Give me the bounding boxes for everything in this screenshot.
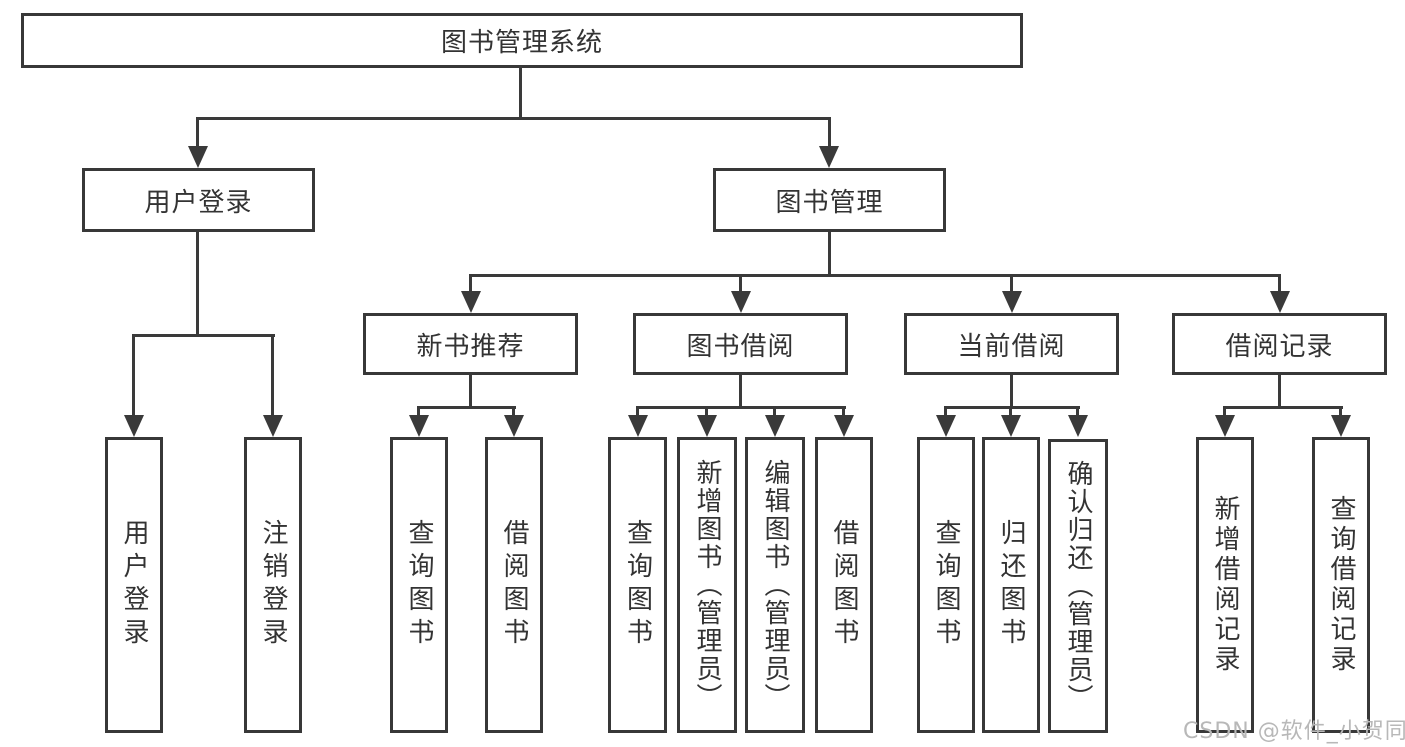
leaf-label: 借阅图书 — [499, 519, 529, 651]
leaf-label: 编辑图书（管理员） — [760, 459, 790, 711]
connector-current-rail — [944, 406, 1080, 409]
node-leaf-query-book-3: 查询图书 — [917, 437, 975, 733]
node-leaf-borrow-book-1: 借阅图书 — [485, 437, 543, 733]
arrowhead-down-icon — [124, 415, 144, 437]
connector-borrow-drop — [739, 274, 742, 294]
arrowhead-down-icon — [834, 415, 854, 437]
arrowhead-down-icon — [1002, 291, 1022, 313]
connector-current-stem — [1010, 375, 1013, 409]
connector-drop — [512, 406, 515, 420]
connector-recommend-drop — [469, 274, 472, 294]
arrowhead-down-icon — [628, 415, 648, 437]
connector-record-drop — [1278, 274, 1281, 294]
arrowhead-down-icon — [697, 415, 717, 437]
node-borrow-record: 借阅记录 — [1172, 313, 1387, 375]
node-leaf-logout: 注销登录 — [244, 437, 302, 733]
connector-drop — [1076, 406, 1079, 420]
node-leaf-query-borrow-record: 查询借阅记录 — [1312, 437, 1370, 733]
leaf-label: 查询图书 — [404, 519, 434, 651]
connector-drop — [1223, 406, 1226, 420]
node-user-login-label: 用户登录 — [144, 187, 253, 218]
connector-record-stem — [1278, 375, 1281, 409]
connector-login-child1-drop — [132, 334, 135, 420]
node-current-borrow-label: 当前借阅 — [957, 331, 1066, 362]
connector-drop — [944, 406, 947, 420]
node-leaf-add-book-admin: 新增图书（管理员） — [677, 437, 737, 733]
arrowhead-down-icon — [1001, 415, 1021, 437]
connector-level2-rail — [196, 117, 831, 120]
arrowhead-down-icon — [263, 415, 283, 437]
node-root-label: 图书管理系统 — [440, 28, 603, 58]
arrowhead-down-icon — [188, 146, 208, 168]
node-borrow-record-label: 借阅记录 — [1225, 331, 1334, 362]
node-leaf-confirm-return-admin: 确认归还（管理员） — [1048, 439, 1108, 733]
leaf-label: 注销登录 — [258, 519, 288, 651]
leaf-label: 新增借阅记录 — [1210, 495, 1240, 675]
node-user-login: 用户登录 — [82, 168, 315, 232]
arrowhead-down-icon — [731, 291, 751, 313]
arrowhead-down-icon — [1331, 415, 1351, 437]
connector-record-rail — [1223, 406, 1343, 409]
connector-drop — [417, 406, 420, 420]
node-book-management-label: 图书管理 — [775, 187, 884, 218]
arrowhead-down-icon — [504, 415, 524, 437]
connector-drop — [636, 406, 639, 420]
connector-drop — [842, 406, 845, 420]
leaf-label: 查询借阅记录 — [1326, 495, 1356, 675]
connector-drop — [773, 406, 776, 420]
leaf-label: 查询图书 — [931, 519, 961, 651]
connector-recommend-rail — [417, 406, 516, 409]
leaf-label: 借阅图书 — [829, 519, 859, 651]
connector-current-drop — [1010, 274, 1013, 294]
arrowhead-down-icon — [819, 146, 839, 168]
connector-login-rail — [132, 334, 275, 337]
connector-drop — [705, 406, 708, 420]
connector-bookmgmt-drop — [828, 117, 831, 150]
connector-login-stem — [196, 232, 199, 336]
connector-login-drop — [196, 117, 199, 150]
node-leaf-query-book-1: 查询图书 — [390, 437, 448, 733]
node-book-borrow: 图书借阅 — [633, 313, 848, 375]
node-current-borrow: 当前借阅 — [904, 313, 1119, 375]
arrowhead-down-icon — [1215, 415, 1235, 437]
node-new-book-recommend: 新书推荐 — [363, 313, 578, 375]
connector-drop — [1009, 406, 1012, 420]
arrowhead-down-icon — [1068, 415, 1088, 437]
node-leaf-query-book-2: 查询图书 — [608, 437, 667, 733]
node-leaf-return-book: 归还图书 — [982, 437, 1040, 733]
node-leaf-edit-book-admin: 编辑图书（管理员） — [745, 437, 805, 733]
connector-drop — [1339, 406, 1342, 420]
connector-login-child2-drop — [271, 334, 274, 420]
leaf-label: 查询图书 — [622, 519, 653, 651]
arrowhead-down-icon — [765, 415, 785, 437]
leaf-label: 归还图书 — [996, 519, 1026, 651]
connector-level3-rail — [469, 274, 1281, 277]
node-book-management: 图书管理 — [713, 168, 946, 232]
arrowhead-down-icon — [936, 415, 956, 437]
connector-borrow-stem — [739, 375, 742, 409]
leaf-label: 用户登录 — [119, 519, 149, 651]
arrowhead-down-icon — [1270, 291, 1290, 313]
node-book-borrow-label: 图书借阅 — [686, 331, 795, 362]
connector-borrow-rail — [636, 406, 846, 409]
node-new-book-recommend-label: 新书推荐 — [416, 331, 525, 362]
connector-bookmgmt-stem — [828, 232, 831, 276]
node-library-management-system: 图书管理系统 — [21, 13, 1023, 68]
leaf-label: 新增图书（管理员） — [692, 459, 722, 711]
node-leaf-user-login: 用户登录 — [105, 437, 163, 733]
arrowhead-down-icon — [409, 415, 429, 437]
arrowhead-down-icon — [461, 291, 481, 313]
connector-recommend-stem — [469, 375, 472, 409]
node-leaf-borrow-book-2: 借阅图书 — [815, 437, 873, 733]
csdn-watermark: CSDN @软件_小贺同学 — [1183, 719, 1405, 744]
leaf-label: 确认归还（管理员） — [1063, 460, 1093, 712]
node-leaf-add-borrow-record: 新增借阅记录 — [1196, 437, 1254, 733]
connector-root-stem — [519, 66, 522, 119]
